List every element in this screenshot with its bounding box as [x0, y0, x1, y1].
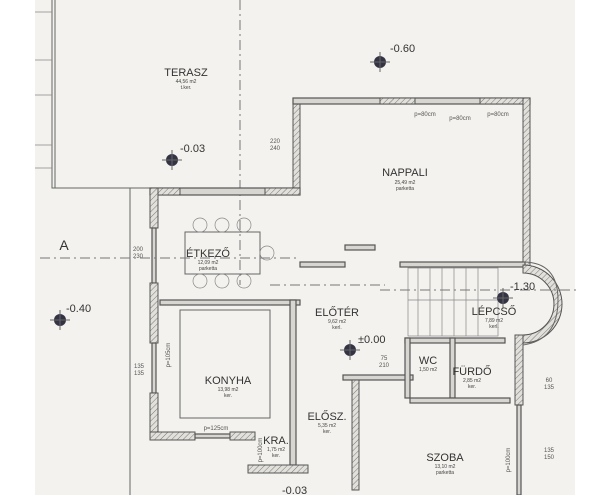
- svg-text:TERASZ: TERASZ: [164, 67, 208, 79]
- svg-text:210: 210: [379, 363, 390, 369]
- level-label: -1.30: [510, 281, 535, 293]
- dimension-labels: 220 240 200 230 75 210 60 135 135 150 13…: [133, 112, 555, 472]
- svg-text:ker.: ker.: [323, 429, 331, 435]
- svg-text:t.ker.: t.ker.: [181, 85, 192, 91]
- svg-text:135: 135: [134, 371, 145, 377]
- svg-text:p=125cm: p=125cm: [204, 426, 229, 432]
- svg-text:75: 75: [381, 356, 388, 362]
- svg-text:2,85 m2: 2,85 m2: [463, 378, 481, 384]
- room-label-konyha: KONYHA 13,98 m2 ker.: [205, 375, 252, 399]
- svg-text:FÜRDŐ: FÜRDŐ: [452, 364, 492, 378]
- svg-text:p=80cm: p=80cm: [487, 112, 509, 118]
- level-label: -0.60: [390, 43, 415, 55]
- level-label: -0.40: [66, 303, 91, 315]
- svg-text:5,35 m2: 5,35 m2: [318, 423, 336, 429]
- svg-text:13,98 m2: 13,98 m2: [218, 387, 239, 393]
- room-label-nappali: NAPPALI 25,49 m2 parketta: [382, 167, 428, 192]
- terrace-outline: [35, 0, 241, 495]
- svg-text:220: 220: [270, 139, 281, 145]
- room-label-szoba: SZOBA 13,10 m2 parketta: [426, 452, 464, 476]
- level-label: ±0.00: [358, 334, 385, 346]
- svg-text:25,49 m2: 25,49 m2: [395, 180, 416, 186]
- dining-table: [184, 217, 275, 289]
- svg-text:parketta: parketta: [396, 186, 414, 192]
- kitchen-counter-outline: [179, 309, 271, 419]
- svg-text:135: 135: [544, 448, 555, 454]
- svg-text:KONYHA: KONYHA: [205, 375, 252, 387]
- svg-text:ker.: ker.: [468, 384, 476, 390]
- svg-text:1,75 m2: 1,75 m2: [267, 447, 285, 453]
- room-label-etkezo: ÉTKEZŐ 12,09 m2 parketta: [186, 246, 230, 272]
- svg-text:12,09 m2: 12,09 m2: [198, 260, 219, 266]
- svg-text:p=100cm: p=100cm: [258, 438, 264, 463]
- svg-text:ÉTKEZŐ: ÉTKEZŐ: [186, 246, 230, 260]
- svg-text:135: 135: [134, 364, 145, 370]
- svg-text:parketta: parketta: [199, 266, 217, 272]
- svg-text:7,89 m2: 7,89 m2: [485, 318, 503, 324]
- svg-text:230: 230: [133, 254, 144, 260]
- walls: [149, 97, 563, 495]
- level-label: -0.03: [180, 143, 205, 155]
- svg-text:kerl.: kerl.: [332, 325, 341, 331]
- room-label-terasz: TERASZ 44,56 m2 t.ker.: [164, 67, 208, 91]
- svg-text:KRA.: KRA.: [263, 435, 289, 447]
- room-label-furdo: FÜRDŐ 2,85 m2 ker.: [452, 364, 492, 390]
- svg-text:ELŐTÉR: ELŐTÉR: [315, 305, 359, 319]
- room-label-kamra: KRA. 1,75 m2 ker.: [263, 435, 289, 459]
- svg-text:1,50 m2: 1,50 m2: [419, 367, 437, 373]
- svg-text:NAPPALI: NAPPALI: [382, 167, 428, 179]
- room-label-lepcso: LÉPCSŐ 7,89 m2 kerl.: [472, 304, 517, 330]
- svg-text:p=105cm: p=105cm: [166, 343, 172, 368]
- svg-text:ker.: ker.: [224, 393, 232, 399]
- svg-text:SZOBA: SZOBA: [426, 452, 464, 464]
- svg-text:kerl.: kerl.: [489, 324, 498, 330]
- svg-text:ker.: ker.: [272, 453, 280, 459]
- svg-text:240: 240: [270, 146, 281, 152]
- level-marker-icon: [50, 52, 513, 360]
- staircase: [407, 267, 499, 337]
- drawing-sheet: [35, 0, 575, 495]
- svg-text:WC: WC: [419, 355, 437, 367]
- svg-text:60: 60: [546, 378, 553, 384]
- svg-text:parketta: parketta: [436, 470, 454, 476]
- room-label-wc: WC 1,50 m2: [419, 355, 437, 373]
- level-label: -0.03: [282, 485, 307, 495]
- svg-text:13,10 m2: 13,10 m2: [435, 464, 456, 470]
- svg-text:200: 200: [133, 247, 144, 253]
- room-label-eloter: ELŐTÉR 9,62 m2 kerl.: [315, 305, 359, 331]
- section-mark: A: [59, 237, 69, 253]
- svg-text:ELŐSZ.: ELŐSZ.: [307, 409, 346, 423]
- svg-text:44,56 m2: 44,56 m2: [176, 79, 197, 85]
- svg-text:p=80cm: p=80cm: [449, 116, 471, 122]
- svg-text:9,62 m2: 9,62 m2: [328, 319, 346, 325]
- svg-text:135: 135: [544, 385, 555, 391]
- svg-text:p=100cm: p=100cm: [506, 448, 512, 473]
- svg-text:LÉPCSŐ: LÉPCSŐ: [472, 304, 517, 318]
- svg-text:150: 150: [544, 455, 555, 461]
- room-label-elosz: ELŐSZ. 5,35 m2 ker.: [307, 409, 346, 435]
- svg-text:p=80cm: p=80cm: [414, 112, 436, 118]
